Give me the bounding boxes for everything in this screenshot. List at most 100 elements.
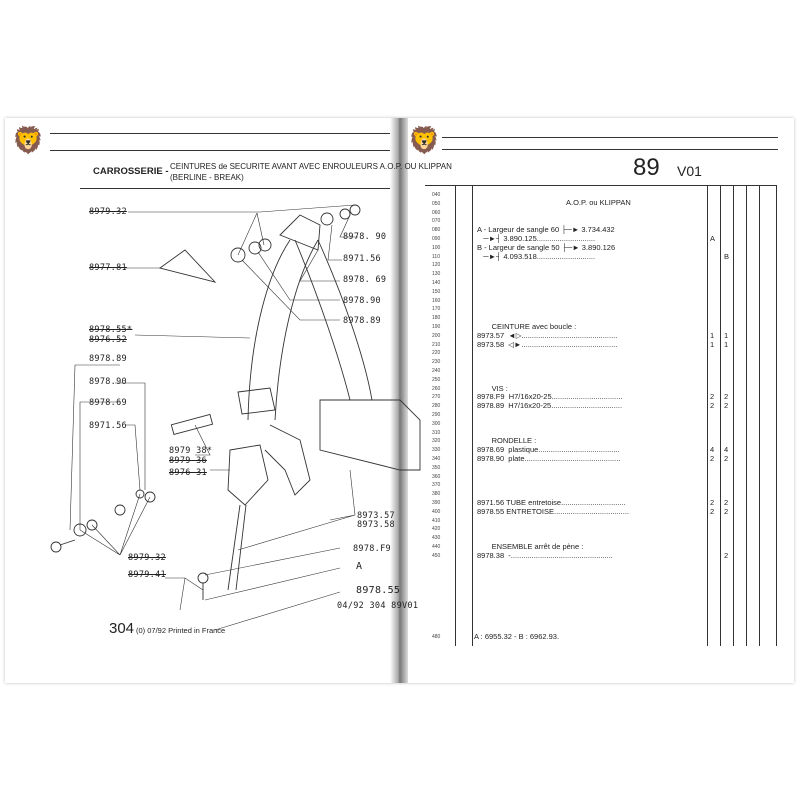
line-number: 360 — [432, 473, 441, 480]
line-number: 040 — [432, 192, 441, 198]
anchor-plate — [279, 214, 321, 251]
page-number: 89 — [633, 154, 660, 181]
table-row-text: 8978.55 ENTRETOISE......................… — [477, 506, 629, 516]
table-row-text: 8978.F9 H7/16x20-25.....................… — [477, 392, 623, 402]
callout-8971-56-left: 8971.56 — [89, 421, 127, 431]
callout-8973-57: 8973.57 — [357, 511, 395, 521]
line-number: 260 — [432, 385, 441, 392]
table-row-text: 8978.90 plate...........................… — [477, 454, 621, 463]
table-row-text: B - Largeur de sangle 50 ├─► 3.890.126 — [477, 242, 616, 252]
line-number: 370 — [432, 482, 441, 489]
right-page — [398, 118, 794, 683]
line-number: 120 — [432, 262, 441, 269]
quantity-qb: 2 — [724, 498, 729, 507]
footer-page-number: 304 — [109, 620, 135, 637]
table-row-text: 8973.57 ◄▷..............................… — [477, 330, 618, 340]
line-number: 060 — [432, 209, 441, 216]
footer-print-info: (0) 07/92 Printed in France — [136, 626, 226, 635]
quantity-qb: 2 — [724, 506, 729, 516]
callout-8978-f9: 8978.F9 — [353, 544, 391, 554]
line-number: 390 — [432, 500, 441, 506]
line-number: 180 — [432, 315, 441, 322]
callout-8971-56-top: 8971.56 — [343, 254, 381, 264]
callout-8979-32: 8979.32 — [89, 207, 127, 217]
quantity-qb: 2 — [724, 550, 729, 560]
quantity-qb: 1 — [724, 330, 729, 340]
callout-8978-55: 8978.55* — [89, 325, 133, 335]
footnote: A : 6955.32 - B : 6962.93. — [474, 632, 560, 641]
quantity-qb: 2 — [724, 401, 729, 411]
line-number: 150 — [432, 288, 441, 295]
line-number: 230 — [432, 359, 441, 366]
line-number: 300 — [432, 420, 441, 427]
table-row-text: 8973.58 ◁►..............................… — [477, 339, 618, 349]
line-number: 450 — [432, 552, 441, 559]
stalk-bracket — [264, 424, 311, 496]
line-number: 330 — [432, 447, 441, 454]
quantity-qb: 2 — [724, 392, 729, 402]
callout-8977-81: 8977.81 — [89, 263, 127, 273]
line-number: 110 — [432, 253, 440, 260]
buckle — [227, 444, 269, 506]
callout-8978-90-mid: 8978.90 — [343, 296, 381, 306]
callout-8978-90-left: 8978.90 — [89, 377, 127, 387]
table-row-text: 8971.56 TUBE entretoise.................… — [477, 498, 626, 507]
line-number: 250 — [432, 376, 441, 383]
quantity-qa: 2 — [710, 454, 715, 463]
section-label: CARROSSERIE - — [93, 166, 169, 177]
line-number: 080 — [432, 227, 441, 234]
table-row-text: A - Largeur de sangle 60 ├─► 3.734.432 — [477, 225, 615, 235]
line-number: 280 — [432, 403, 441, 410]
table-row-text: 8978.38 -...............................… — [477, 550, 613, 560]
line-number: 380 — [432, 491, 441, 498]
line-number: 420 — [432, 526, 441, 533]
callout-8979-32-bottom: 8979.32 — [128, 553, 166, 563]
line-number: 290 — [432, 412, 441, 418]
line-number: 100 — [432, 244, 441, 251]
quantity-qa: 2 — [710, 392, 715, 402]
title-line-2: (BERLINE - BREAK) — [170, 173, 244, 182]
quantity-qb: 1 — [724, 339, 729, 349]
line-number: 400 — [432, 508, 441, 515]
line-number: 270 — [432, 394, 441, 401]
quantity-qa: 1 — [710, 330, 715, 340]
line-number: 440 — [432, 544, 441, 550]
callout-8979-36: 8979 36 — [169, 456, 207, 466]
quantity-qa: 2 — [710, 506, 715, 516]
callout-8978-69-top: 8978. 69 — [343, 275, 387, 285]
buckle-tongue — [237, 387, 276, 415]
line-number: 190 — [432, 324, 441, 330]
table-row-text: 8978.89 H7/16x20-25.....................… — [477, 401, 623, 411]
line-number: 200 — [432, 332, 441, 339]
line-number: 240 — [432, 368, 441, 374]
callout-8979-38: 8979 38* — [169, 446, 213, 456]
cover-piece — [158, 249, 217, 283]
table-heading: A.O.P. ou KLIPPAN — [566, 198, 631, 207]
callout-8976-52: 8976.52 — [89, 335, 127, 345]
line-number: 170 — [432, 306, 441, 313]
line-number: 340 — [432, 456, 441, 462]
table-row-text: ─►┤ 4.093.518...........................… — [477, 251, 596, 261]
line-number: 310 — [432, 429, 441, 436]
quantity-qa: 1 — [710, 339, 715, 349]
line-number: 320 — [432, 438, 441, 445]
table-row-text: RONDELLE : — [477, 436, 537, 446]
peugeot-lion-logo-right: 🦁 — [408, 125, 441, 155]
callout-8978-89-mid: 8978.89 — [343, 316, 381, 326]
line-number: 430 — [432, 535, 441, 542]
quantity-qa: 2 — [710, 498, 715, 507]
callout-8976-31: 8976 31 — [169, 468, 207, 478]
callout-8978-69-left: 8978.69 — [89, 398, 127, 408]
line-number: 210 — [432, 341, 441, 348]
peugeot-lion-logo-left: 🦁 — [12, 125, 45, 155]
line-number: 140 — [432, 280, 441, 286]
callout-8973-58: 8973.58 — [357, 520, 395, 530]
quantity-qb: 2 — [724, 454, 729, 463]
belt-strap — [247, 239, 373, 421]
line-number: 050 — [432, 200, 441, 207]
line-number-480: 480 — [432, 634, 441, 640]
book-spine — [390, 118, 408, 683]
retractor-box — [319, 399, 421, 471]
callout-a: A — [356, 561, 363, 572]
